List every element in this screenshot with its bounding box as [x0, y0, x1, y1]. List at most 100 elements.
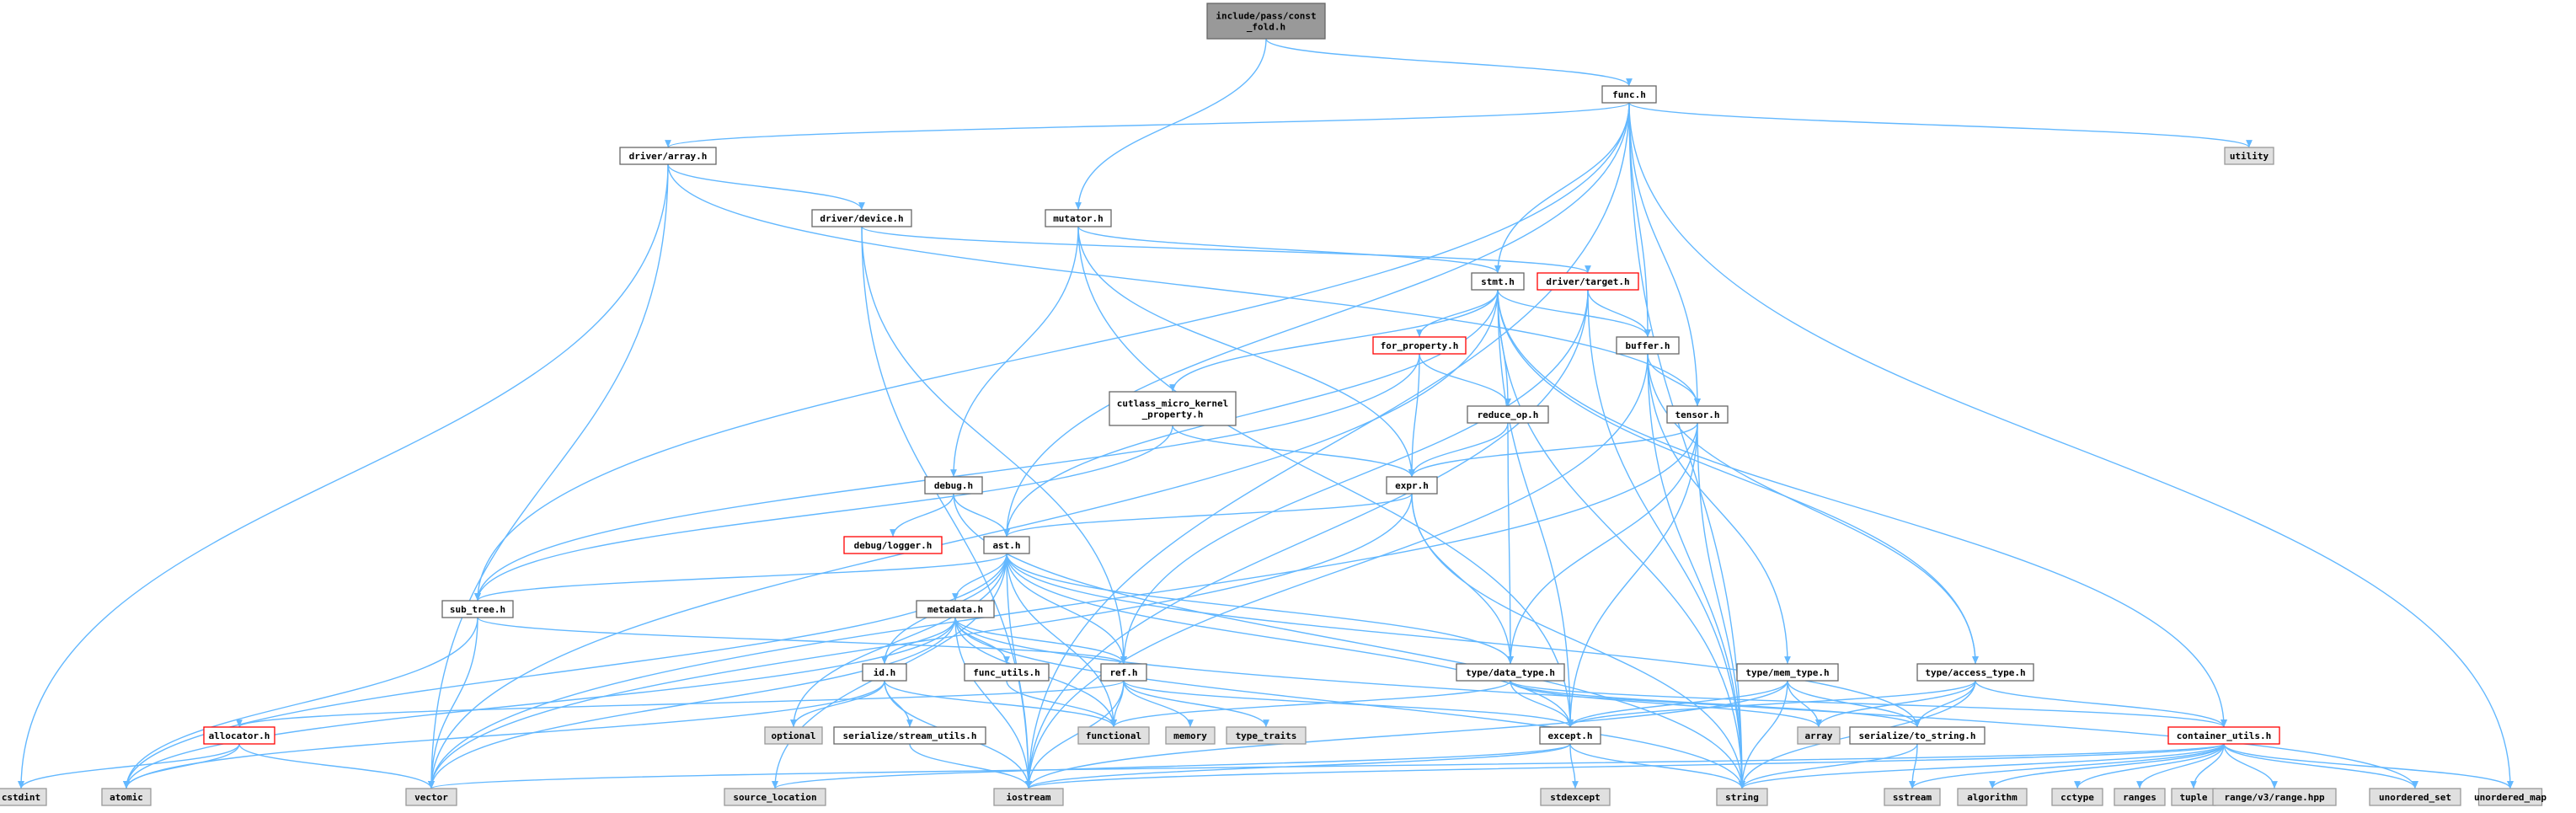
node-driver_device[interactable]: driver/device.h: [811, 209, 912, 227]
node-mutator[interactable]: mutator.h: [1045, 209, 1112, 227]
node-label-metadata: metadata.h: [927, 604, 983, 615]
node-box-tensor: [1666, 405, 1729, 424]
node-label-source_location: source_location: [733, 792, 816, 803]
node-stmt[interactable]: stmt.h: [1471, 272, 1525, 291]
node-label-string: string: [1725, 792, 1759, 803]
node-label-ref: ref.h: [1109, 667, 1137, 678]
edge-buffer-to-string: [1647, 353, 1745, 789]
edge-container_utils-to-unordered_map: [2223, 743, 2514, 789]
edge-metadata-to-atomic: [123, 617, 956, 789]
node-box-func: [1601, 85, 1657, 104]
edge-tensor-to-except: [1567, 422, 1698, 728]
edge-ref-to-memory: [1123, 680, 1194, 728]
node-box-sstream: [1884, 788, 1941, 806]
edge-driver_device-to-iostream: [861, 226, 1032, 789]
node-tensor[interactable]: tensor.h: [1666, 405, 1729, 424]
edge-data_type-to-functional: [1110, 680, 1511, 728]
edge-reduce_op-to-expr: [1408, 422, 1509, 478]
edge-func-to-driver_array: [665, 102, 1630, 148]
edge-stmt-to-for_property: [1416, 289, 1499, 338]
node-allocator[interactable]: allocator.h: [203, 726, 275, 745]
edge-func_utils-to-functional: [1006, 680, 1117, 728]
node-func_utils[interactable]: func_utils.h: [964, 663, 1050, 682]
node-box-driver_target: [1537, 272, 1639, 291]
edge-allocator-to-atomic: [123, 743, 240, 789]
node-buffer[interactable]: buffer.h: [1616, 336, 1680, 355]
edge-sub_tree-to-vector: [428, 617, 478, 789]
node-label-range_v3: range/v3/range.hpp: [2224, 792, 2325, 803]
node-ast[interactable]: ast.h: [983, 536, 1030, 554]
edge-driver_array-to-driver_device: [667, 163, 865, 211]
node-box-access_type: [1916, 663, 2034, 682]
edge-stmt-to-except: [1497, 289, 1574, 728]
node-box-algorithm: [1957, 788, 2028, 806]
edge-func-to-unordered_map: [1628, 102, 2514, 789]
node-box-reduce_op: [1467, 405, 1549, 424]
node-sub_tree[interactable]: sub_tree.h: [441, 600, 514, 618]
edge-mem_type-to-string: [1739, 680, 1788, 789]
node-label-optional: optional: [772, 730, 816, 741]
node-cctype: cctype: [2051, 788, 2103, 806]
node-label-mutator: mutator.h: [1053, 213, 1104, 224]
node-label-debug: debug.h: [934, 480, 973, 491]
node-atomic: atomic: [101, 788, 152, 806]
edge-func-to-ast: [1003, 102, 1630, 538]
edge-ast-to-functional: [1006, 553, 1117, 728]
edge-access_type-to-container_utils: [1975, 680, 2227, 728]
node-string: string: [1716, 788, 1768, 806]
edge-ref-to-functional: [1110, 680, 1125, 728]
node-label-atomic: atomic: [110, 792, 143, 803]
node-label-except: except.h: [1548, 730, 1593, 741]
node-cutlass[interactable]: cutlass_micro_kernel_property.h: [1109, 391, 1237, 426]
node-data_type[interactable]: type/data_type.h: [1456, 663, 1565, 682]
node-cstdint: cstdint: [0, 788, 47, 806]
edge-id-to-atomic: [123, 680, 885, 789]
node-box-ast: [983, 536, 1030, 554]
node-label-memory: memory: [1173, 730, 1207, 741]
node-for_property[interactable]: for_property.h: [1372, 336, 1467, 355]
node-box-stdexcept: [1540, 788, 1611, 806]
node-reduce_op[interactable]: reduce_op.h: [1467, 405, 1549, 424]
edge-stream_utils-to-iostream: [909, 743, 1032, 789]
edge-driver_array-to-tensor: [667, 163, 1701, 407]
edge-expr-to-vector: [428, 493, 1413, 789]
node-to_string[interactable]: serialize/to_string.h: [1849, 726, 1985, 745]
node-label-root: _fold.h: [1247, 22, 1285, 33]
node-label-stream_utils: serialize/stream_utils.h: [843, 730, 977, 741]
node-functional: functional: [1077, 726, 1150, 745]
edge-stmt-to-string: [1497, 289, 1745, 789]
node-box-ranges: [2114, 788, 2166, 806]
node-label-cutlass: _property.h: [1142, 409, 1204, 420]
node-label-expr: expr.h: [1395, 480, 1429, 491]
node-func[interactable]: func.h: [1601, 85, 1657, 104]
node-box-source_location: [724, 788, 826, 806]
edge-func-to-tensor: [1628, 102, 1701, 407]
node-box-data_type: [1456, 663, 1565, 682]
node-id[interactable]: id.h: [862, 663, 907, 682]
node-driver_array[interactable]: driver/array.h: [619, 147, 717, 165]
node-label-driver_target: driver/target.h: [1546, 276, 1629, 287]
node-box-driver_device: [811, 209, 912, 227]
edge-func-to-stmt: [1494, 102, 1630, 274]
node-stream_utils[interactable]: serialize/stream_utils.h: [833, 726, 986, 745]
node-ref[interactable]: ref.h: [1100, 663, 1147, 682]
node-container_utils[interactable]: container_utils.h: [2167, 726, 2280, 745]
node-metadata[interactable]: metadata.h: [916, 600, 995, 618]
node-debug_logger[interactable]: debug/logger.h: [843, 536, 943, 554]
node-except[interactable]: except.h: [1539, 726, 1601, 745]
node-debug[interactable]: debug.h: [924, 476, 983, 495]
edge-reduce_op-to-data_type: [1507, 422, 1514, 665]
edge-data_type-to-except: [1510, 680, 1574, 728]
node-label-tensor: tensor.h: [1675, 409, 1720, 420]
edge-ast-to-sub_tree: [474, 553, 1007, 602]
edge-debug-to-debug_logger: [890, 493, 954, 538]
node-mem_type[interactable]: type/mem_type.h: [1736, 663, 1839, 682]
node-box-unordered_map: [2477, 788, 2543, 806]
node-access_type[interactable]: type/access_type.h: [1916, 663, 2034, 682]
edge-allocator-to-cstdint: [18, 743, 240, 789]
node-label-sstream: sstream: [1893, 792, 1932, 803]
node-driver_target[interactable]: driver/target.h: [1537, 272, 1639, 291]
node-expr[interactable]: expr.h: [1386, 476, 1438, 495]
node-root[interactable]: include/pass/const_fold.h: [1206, 3, 1326, 40]
